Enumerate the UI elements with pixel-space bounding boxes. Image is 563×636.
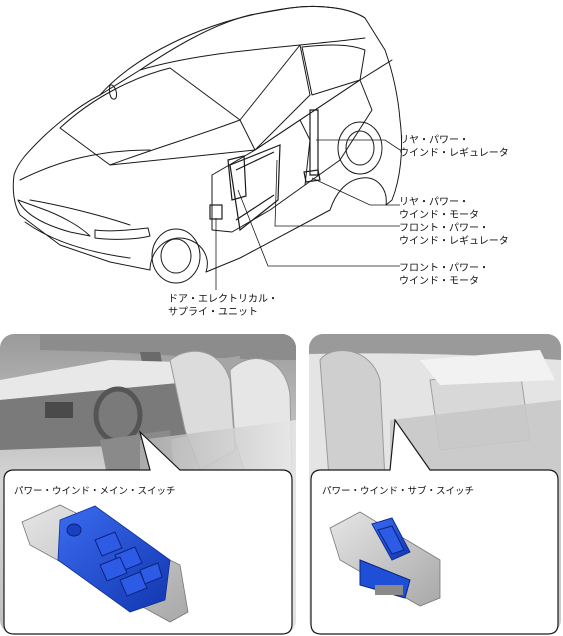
- label-front-power-window-regulator: フロント・パワー・ ウインド・レギュレータ: [399, 222, 509, 248]
- caption-sub-switch: パワー・ウインド・サブ・スイッチ: [322, 486, 475, 497]
- car-grille: [17, 199, 91, 237]
- car-antenna: [109, 84, 117, 100]
- car-beltline: [109, 59, 393, 166]
- front-regulator-part: [229, 144, 281, 232]
- car-illustration: [12, 5, 403, 284]
- car-front-wheel: [151, 228, 201, 284]
- label-rear-power-window-motor: リヤ・パワー・ ウインド・モータ: [399, 196, 479, 222]
- sub-switch-illustration: [329, 511, 441, 607]
- main-switch-illustration: [21, 504, 189, 623]
- rear-motor-part: [303, 169, 321, 183]
- rear-regulator-part: [309, 109, 319, 176]
- label-line: ウインド・モータ: [399, 276, 479, 287]
- label-door-electrical-supply-unit: ドア・エレクトリカル・ サプライ・ユニット: [168, 293, 278, 319]
- label-line: フロント・パワー・: [399, 223, 489, 234]
- car-hood: [19, 149, 151, 181]
- leader-front-motor: [237, 189, 400, 267]
- car-rear-rim: [345, 130, 375, 166]
- leader-lines: [215, 139, 401, 290]
- car-front-door: [211, 119, 311, 233]
- car-front-window: [239, 44, 311, 151]
- label-line: リヤ・パワー・: [399, 197, 469, 208]
- label-rear-power-window-regulator: リヤ・パワー・ ウインド・レギュレータ: [399, 134, 509, 160]
- car-rear-window: [301, 44, 366, 96]
- label-front-power-window-motor: フロント・パワー・ ウインド・モータ: [399, 262, 489, 288]
- label-line: ウインド・モータ: [399, 210, 479, 221]
- leader-front-regulator: [274, 159, 400, 227]
- car-body-outline: [12, 5, 403, 273]
- label-line: サプライ・ユニット: [168, 307, 258, 318]
- car-rear-wheel: [337, 121, 383, 175]
- car-rear-door: [299, 79, 373, 186]
- caption-main-switch: パワー・ウインド・メイン・スイッチ: [14, 486, 176, 497]
- car-hood-crease: [29, 199, 131, 226]
- label-line: リヤ・パワー・: [399, 135, 469, 146]
- leader-rear-motor: [311, 177, 400, 206]
- car-headlight: [94, 227, 151, 240]
- car-roofline: [139, 37, 366, 71]
- car-bumper: [24, 221, 131, 259]
- label-line: ウインド・レギュレータ: [399, 236, 509, 247]
- label-line: ウインド・レギュレータ: [399, 148, 509, 159]
- front-motor-part: [227, 155, 247, 201]
- label-line: ドア・エレクトリカル・: [168, 294, 278, 305]
- main-switch-callout: [3, 430, 293, 635]
- label-line: フロント・パワー・: [399, 263, 489, 274]
- car-front-rim: [160, 238, 192, 274]
- car-roof: [99, 5, 366, 96]
- leader-rear-regulator: [316, 139, 401, 151]
